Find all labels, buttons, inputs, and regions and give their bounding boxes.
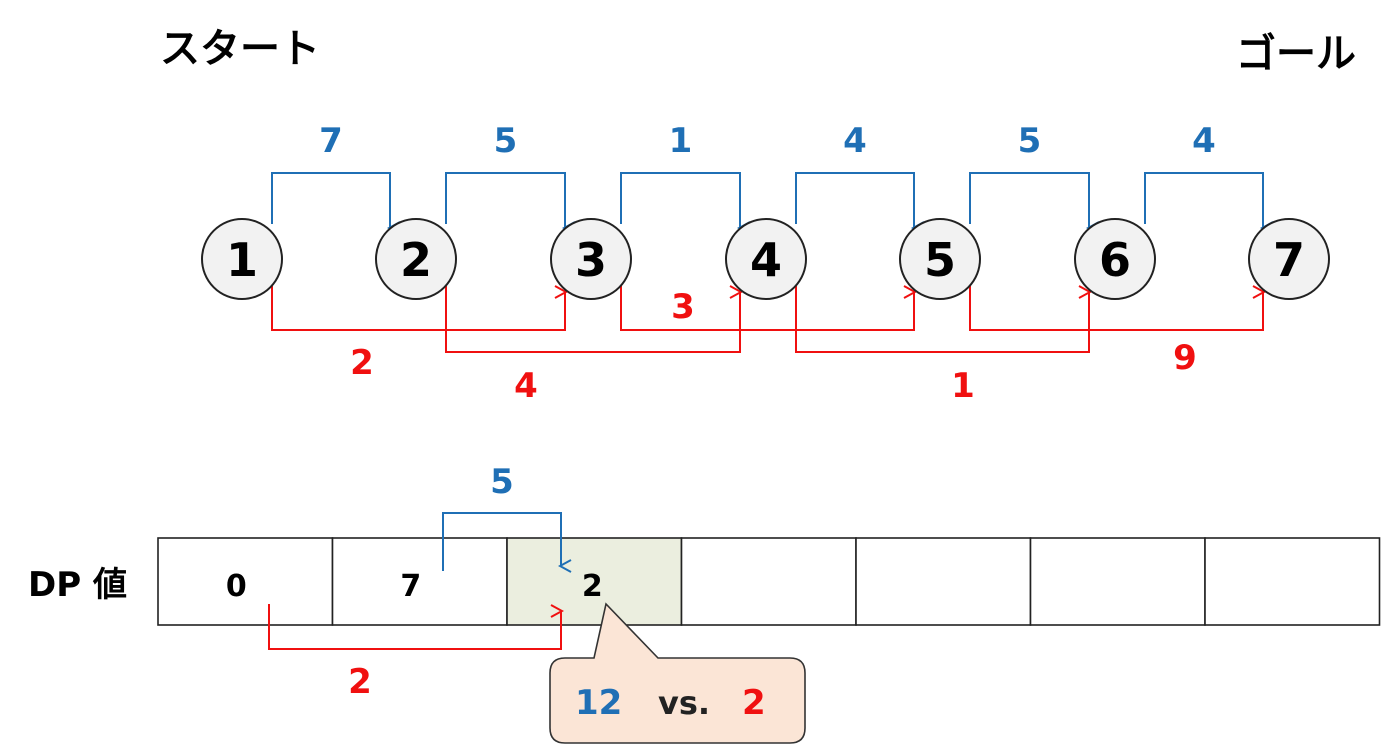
dp-cell (506, 537, 683, 626)
red-edge-cost: 1 (951, 366, 975, 406)
red-edge (795, 286, 1089, 353)
graph-node (1074, 218, 1156, 300)
graph-node-label: 7 (1273, 233, 1305, 287)
graph-node (725, 218, 807, 300)
dp-red-arrow (268, 604, 561, 650)
start-label: スタート (160, 26, 320, 72)
callout-blue-value: 12 (575, 683, 622, 723)
graph-node-label: 2 (400, 233, 432, 287)
dp-arrows: 52 (268, 462, 561, 702)
blue-edge-cost: 4 (843, 121, 867, 161)
callout-vs: vs. (658, 684, 710, 722)
dp-cell (680, 537, 857, 626)
dp-label: DP 値 (28, 565, 127, 605)
dp-blue-arrow (442, 512, 561, 571)
blue-edge (620, 172, 740, 228)
red-edge (969, 286, 1263, 331)
dp-blue-cost: 5 (490, 462, 514, 502)
red-edge-cost: 2 (350, 343, 374, 383)
dp-array: 0 7 2 (157, 537, 1381, 626)
blue-edge-cost: 5 (494, 121, 518, 161)
red-edge-cost: 9 (1173, 338, 1197, 378)
blue-edge-cost: 1 (669, 121, 693, 161)
red-edge (271, 286, 565, 331)
red-edge (445, 286, 740, 353)
comparison-callout: 12 vs. 2 (549, 602, 806, 744)
graph-node-label: 3 (575, 233, 607, 287)
dp-cell (855, 537, 1032, 626)
blue-edge-cost: 5 (1018, 121, 1042, 161)
graph-node-label: 6 (1099, 233, 1131, 287)
red-edge-cost: 3 (671, 287, 695, 327)
dp-red-cost: 2 (348, 662, 372, 702)
blue-edge (271, 172, 390, 228)
red-edges-group: 2 4 3 1 9 (271, 286, 1263, 406)
callout-bubble (549, 602, 806, 744)
blue-edge (795, 172, 914, 228)
blue-edge (445, 172, 565, 228)
graph-node (375, 218, 457, 300)
dp-cell (1029, 537, 1206, 626)
red-edge (620, 286, 914, 331)
dp-cell-value: 2 (582, 569, 603, 604)
graph-node (1248, 218, 1330, 300)
graph-node (550, 218, 632, 300)
red-edge-cost: 4 (514, 366, 538, 406)
graph-node (899, 218, 981, 300)
goal-label: ゴール (1236, 31, 1356, 77)
blue-edge (969, 172, 1089, 228)
graph-node-label: 4 (750, 233, 782, 287)
graph-node (201, 218, 283, 300)
dp-cell-value: 7 (400, 569, 421, 604)
dp-cell (331, 537, 508, 626)
callout-red-value: 2 (742, 683, 766, 723)
dp-cell (157, 537, 334, 626)
dp-cell (1204, 537, 1381, 626)
blue-edge-cost: 4 (1192, 121, 1216, 161)
blue-edges-group: 7 5 1 4 5 4 (271, 121, 1263, 228)
graph-node-label: 5 (924, 233, 956, 287)
blue-edge (1144, 172, 1263, 228)
graph-nodes: 1 2 3 4 5 6 7 (201, 218, 1330, 300)
dp-cell-value: 0 (226, 569, 247, 604)
blue-edge-cost: 7 (319, 121, 343, 161)
graph-node-label: 1 (226, 233, 258, 287)
